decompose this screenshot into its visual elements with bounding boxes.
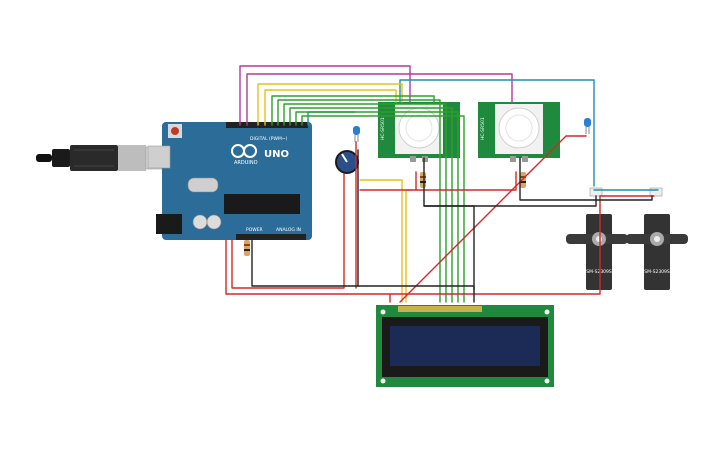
potentiometer[interactable] [335,150,359,174]
digital-header-label: DIGITAL (PWM~) [250,136,288,142]
power-analog-header[interactable] [236,234,306,240]
power-jack [156,214,182,234]
arduino-uno-board[interactable]: ARDUINO UNO DIGITAL (PWM~) POWER ANALOG … [147,122,312,240]
wires [225,65,659,303]
lcd-display-16x2[interactable] [376,305,554,387]
board-logo-text: ARDUINO [234,160,258,166]
crystal-oscillator [187,177,219,193]
capacitor-icon [192,214,208,230]
blue-led-1 [353,126,360,142]
resistor-2 [520,172,526,188]
pir-label: HC-SR501 [380,117,386,140]
lcd-pin-header[interactable] [398,306,482,312]
resistor-1 [420,172,426,188]
servo-motor-2[interactable]: SM-S2309S [626,187,688,290]
servo-motor-1[interactable]: SM-S2309S [566,187,628,290]
power-label: POWER [246,227,263,233]
usb-port [147,145,171,169]
blue-led-2 [584,118,591,134]
pir-sensor-2[interactable]: HC-SR501 [478,102,560,162]
pir-sensor-1[interactable]: HC-SR501 [378,102,460,162]
analog-label: ANALOG IN [276,227,301,233]
resistor-3 [244,240,250,256]
servo-label: SM-S2309S [644,269,670,275]
pir-label: HC-SR501 [480,117,486,140]
atmega-chip [224,194,300,214]
board-model-text: UNO [264,149,289,160]
servo-label: SM-S2309S [586,269,612,275]
arduino-logo-icon [231,144,257,158]
capacitor-icon [206,214,222,230]
digital-header[interactable] [226,122,308,128]
